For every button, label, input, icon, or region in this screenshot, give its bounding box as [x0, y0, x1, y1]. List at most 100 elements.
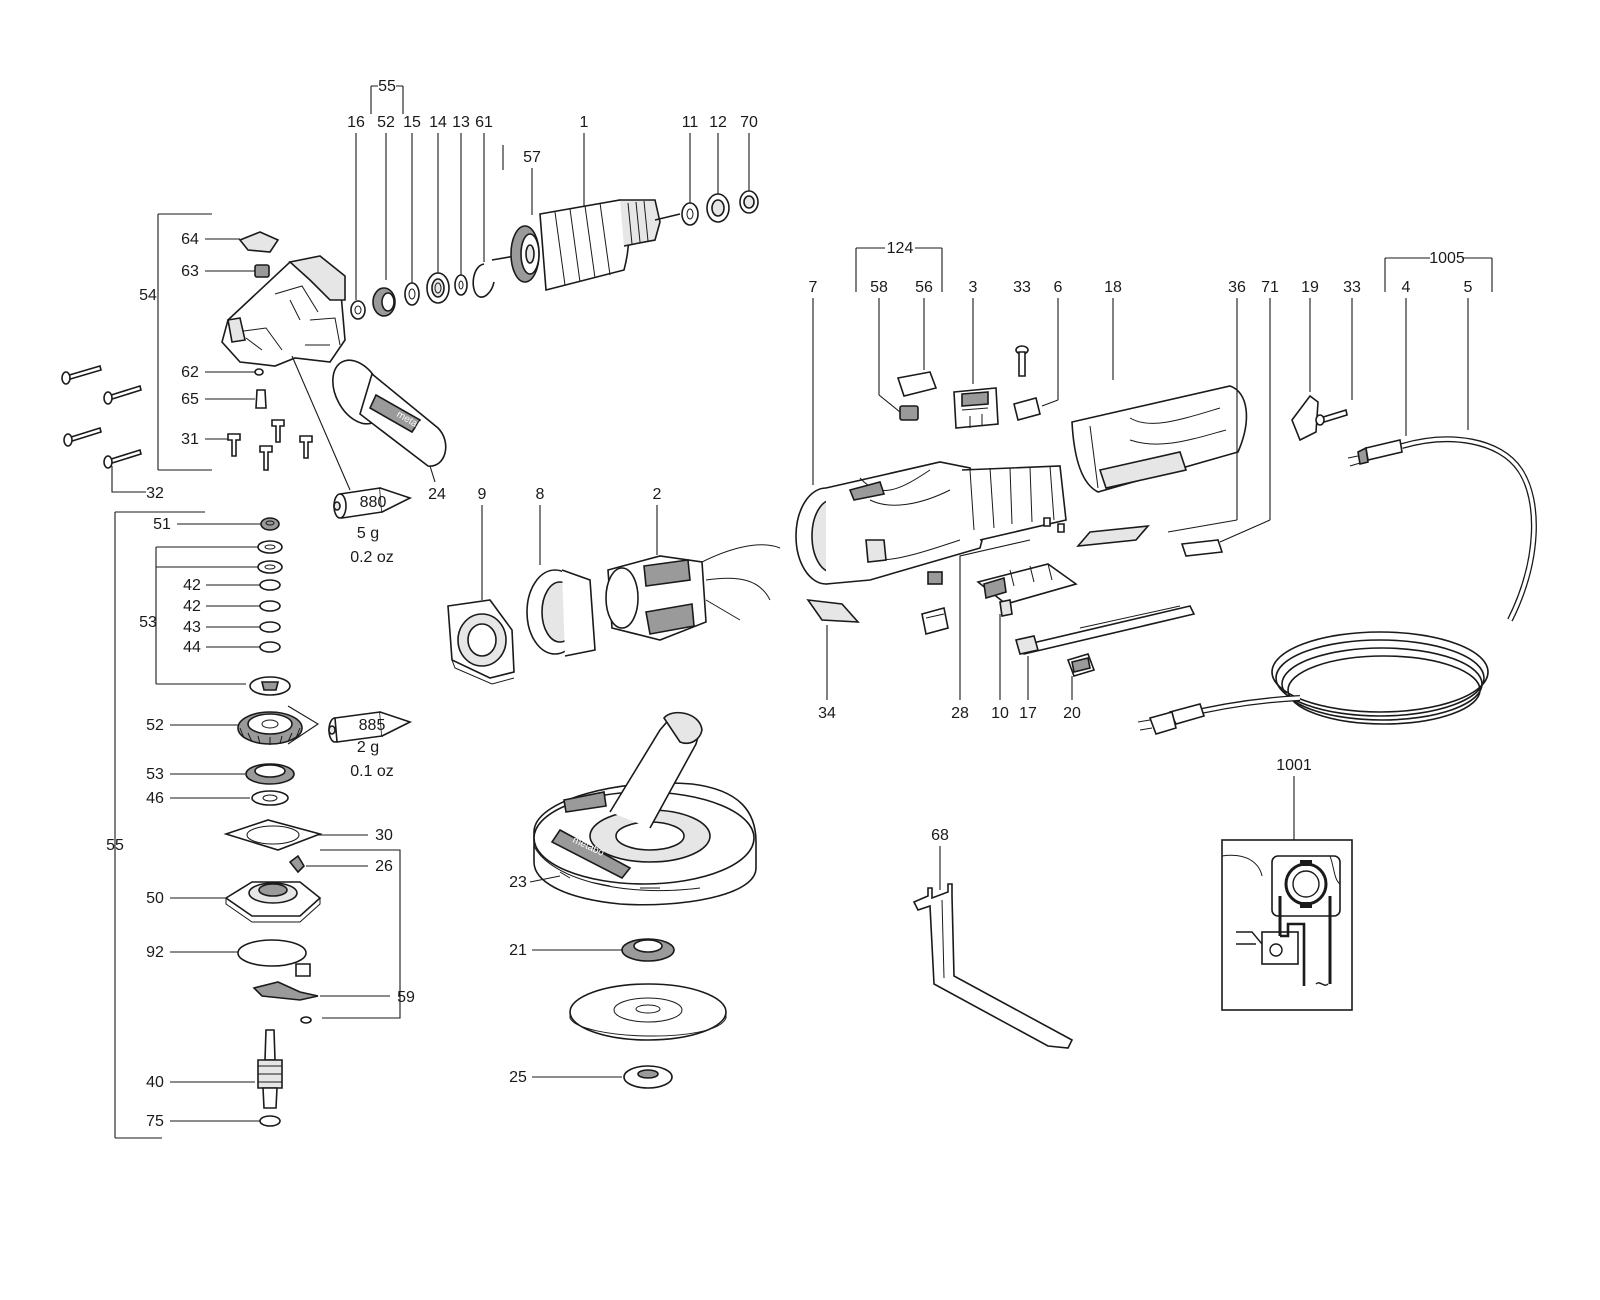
switch-module — [921, 607, 949, 635]
small-block — [927, 571, 943, 585]
label-57: 57 — [523, 149, 541, 166]
gasket-30 — [223, 819, 323, 851]
screw-33-b — [1315, 408, 1348, 426]
label-31: 31 — [181, 431, 199, 448]
washer-11 — [681, 202, 699, 226]
motor-housing-7 — [795, 461, 1067, 585]
label-75: 75 — [146, 1113, 164, 1130]
pin-65 — [255, 389, 267, 409]
label-54: 54 — [139, 287, 157, 304]
washer-53-b — [257, 560, 283, 574]
label-59: 59 — [397, 989, 415, 1006]
flange-53 — [249, 676, 291, 696]
spring-63 — [254, 264, 270, 278]
label-8: 8 — [536, 486, 545, 503]
label-33-b: 33 — [1343, 279, 1361, 296]
bearing-flange-53 — [245, 763, 295, 785]
label-885: 885 — [359, 717, 386, 734]
label-880: 880 — [360, 494, 387, 511]
washer-53-a — [257, 540, 283, 554]
spring-26 — [288, 854, 306, 874]
label-5: 5 — [1464, 279, 1473, 296]
label-1005: 1005 — [1429, 250, 1465, 267]
wrench-68: 68 — [912, 827, 1074, 1049]
label-20: 20 — [1063, 705, 1081, 722]
armature-1 — [491, 199, 681, 292]
label-62: 62 — [181, 364, 199, 381]
label-17: 17 — [1019, 705, 1037, 722]
label-885-weight-g: 2 g — [357, 739, 379, 756]
switch-3 — [953, 387, 999, 429]
flange-21 — [621, 938, 675, 962]
label-10: 10 — [991, 705, 1009, 722]
label-13: 13 — [452, 114, 470, 131]
washer-46 — [251, 790, 289, 806]
label-53-b: 53 — [146, 766, 164, 783]
label-2: 2 — [653, 486, 662, 503]
label-25: 25 — [509, 1069, 527, 1086]
motor-housing-group: 7 124 58 56 3 33 — [795, 240, 1067, 722]
label-33-a: 33 — [1013, 279, 1031, 296]
label-55-top: 55 — [378, 78, 396, 95]
wiring-diagram-1001: 1001 — [1221, 757, 1353, 1011]
label-56: 56 — [915, 279, 933, 296]
label-64: 64 — [181, 231, 199, 248]
plate-64 — [238, 231, 280, 253]
label-24: 24 — [428, 486, 446, 503]
slide-switch-17 — [1014, 605, 1196, 655]
nut-51 — [260, 517, 280, 531]
washer-42-a — [259, 579, 281, 591]
label-70: 70 — [740, 114, 758, 131]
label-880-weight-g: 5 g — [357, 525, 379, 542]
label-42-b: 42 — [183, 598, 201, 615]
bearing-plate-50 — [224, 881, 322, 923]
label-1: 1 — [580, 114, 589, 131]
label-63: 63 — [181, 263, 199, 280]
label-32: 32 — [146, 485, 164, 502]
clamp-19 — [1291, 394, 1319, 442]
label-16: 16 — [347, 114, 365, 131]
label-40: 40 — [146, 1074, 164, 1091]
fan-baffle-9 — [447, 599, 515, 685]
screws-small — [1043, 517, 1065, 533]
slider-knob-20 — [1066, 653, 1096, 677]
label-51: 51 — [153, 516, 171, 533]
label-34: 34 — [818, 705, 836, 722]
insulating-foil-34 — [806, 598, 860, 623]
pinion-52 — [372, 287, 396, 317]
ring-75 — [259, 1115, 281, 1127]
label-9: 9 — [478, 486, 487, 503]
nut-16 — [350, 300, 366, 320]
label-15: 15 — [403, 114, 421, 131]
washer-43 — [259, 621, 281, 633]
brush-holder-56 — [896, 371, 938, 397]
ring-62 — [254, 368, 264, 376]
switch-area: 28 10 17 20 — [921, 517, 1196, 722]
spindle-40 — [257, 1029, 283, 1109]
label-plate-36 — [1076, 524, 1150, 548]
washer-15 — [404, 282, 420, 306]
label-124: 124 — [887, 240, 914, 257]
washer-42-b — [259, 600, 281, 612]
dust-hood-23: metabo — [533, 711, 757, 906]
grease-tube-885 — [328, 711, 413, 743]
washer-44 — [259, 641, 281, 653]
label-68: 68 — [931, 827, 949, 844]
electronics-10 — [976, 563, 1078, 617]
label-65: 65 — [181, 391, 199, 408]
field-2 — [605, 544, 781, 641]
damper-70 — [739, 190, 759, 214]
label-6: 6 — [1054, 279, 1063, 296]
spindle-lock-59 — [252, 963, 319, 1024]
label-26: 26 — [375, 858, 393, 875]
grinding-disc — [569, 983, 727, 1041]
label-21: 21 — [509, 942, 527, 959]
label-19: 19 — [1301, 279, 1319, 296]
label-30: 30 — [375, 827, 393, 844]
label-36: 36 — [1228, 279, 1246, 296]
label-52: 52 — [146, 717, 164, 734]
label-61: 61 — [475, 114, 493, 131]
label-92: 92 — [146, 944, 164, 961]
clamp-6 — [1013, 397, 1041, 421]
